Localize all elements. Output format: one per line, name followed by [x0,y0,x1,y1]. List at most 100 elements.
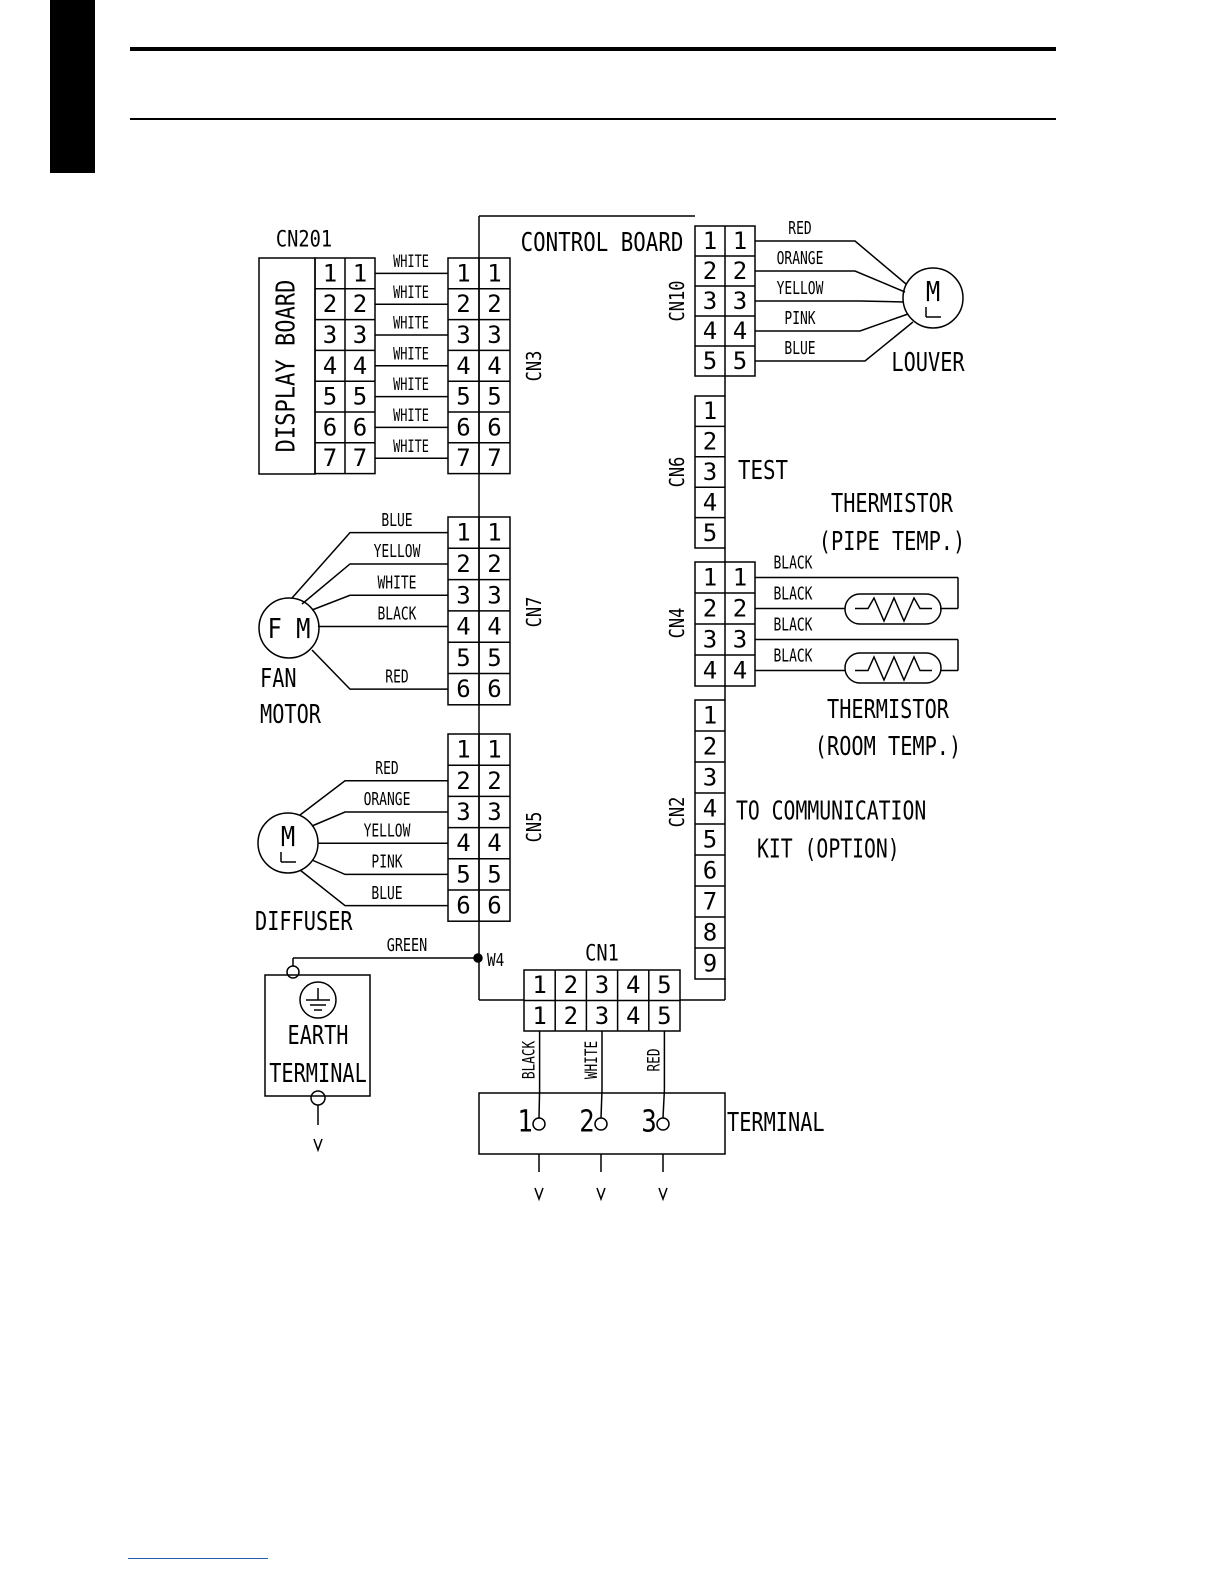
earth-bottom-node [310,1090,326,1106]
cn3-wire-label: WHITE [393,375,429,395]
cn5-pin: 1 [456,736,470,764]
louver-motor-circle [902,267,964,329]
cn1-wire-label: RED [644,1048,664,1071]
cn5-pin: 2 [456,767,470,795]
cn201-pin: 3 [353,321,367,349]
cn201-pin: 7 [323,444,337,472]
cn1-pin: 1 [532,1002,546,1030]
cn6-pin: 5 [703,519,717,547]
cn10-wire [755,240,907,285]
cn10-wire-label: RED [788,217,811,239]
cn2-pin: 8 [703,919,717,947]
cn201-pin: 2 [353,290,367,318]
earth-wire-label: GREEN [387,934,428,955]
cn5-pin: 3 [456,798,470,826]
cn10-pin: 5 [703,347,717,375]
cn7-wire-label: YELLOW [374,540,421,562]
cn5-wire-label: RED [375,757,398,779]
cn10-wire-label: YELLOW [777,277,824,299]
cn10-wire-label: BLUE [784,337,815,359]
fan-motor-label: MOTOR [260,700,322,730]
cn7-wire-label: RED [385,665,408,687]
cn1-wire-label: BLACK [519,1041,539,1079]
earth-top-node [286,965,300,979]
cn3-pin: 2 [487,290,501,318]
cn7-wire [311,649,448,690]
cn10-pin: 4 [733,317,747,345]
cn3-pin: 6 [487,413,501,441]
cn5-pin: 5 [487,860,501,888]
cn201-pin: 1 [323,259,337,287]
thermistor-room-zigzag [855,655,932,682]
cn7-pin: 5 [487,644,501,672]
cn2-pin: 9 [703,950,717,978]
thermistor-pipe-label: THERMISTOR [831,489,954,519]
earth-terminal-label: EARTH [287,1021,348,1051]
cn201-pin: 3 [323,321,337,349]
cn10-pin: 2 [733,257,747,285]
cn2-pin: 5 [703,826,717,854]
cn2-pin: 1 [703,702,717,730]
cn10-pin: 5 [733,347,747,375]
cn3-wire-label: WHITE [393,252,429,272]
cn5-wire [311,811,448,827]
cn10-pin: 3 [703,287,717,315]
cn2-pin: 4 [703,795,717,823]
fan-motor-label: FAN [260,664,297,694]
cn10-wire [755,270,906,293]
cn7-pin: 5 [456,644,470,672]
cn1-pin: 2 [564,971,578,999]
cn4-wire-label: BLACK [774,551,813,573]
cn7-pin: 6 [487,675,501,703]
thermistor-room-label: THERMISTOR [827,695,950,725]
diffuser-motor-symbol: M [281,821,295,853]
terminal-arrow [596,1187,606,1202]
cn5-pin: 5 [456,860,470,888]
cn1-lead [662,1089,666,1119]
cn3-pin: 3 [456,321,470,349]
cn3-pin: 3 [487,321,501,349]
cn5-pin: 4 [487,829,501,857]
cn7-pin: 3 [487,581,501,609]
cn2-pin: 6 [703,857,717,885]
diagram-lines [257,215,964,1202]
terminal-pin-number: 3 [641,1104,656,1140]
cn3-pin: 7 [487,444,501,472]
cn7-pin: 2 [456,550,470,578]
cn10-label: CN10 [667,281,690,322]
cn2-pin: 2 [703,733,717,761]
thermistor-pipe-label: (PIPE TEMP.) [819,527,965,557]
cn2-label: CN2 [667,797,690,828]
cn2-note: KIT (OPTION) [757,835,900,864]
earth-terminal-label: TERMINAL [269,1059,367,1089]
control-board-label: CONTROL BOARD [521,227,684,258]
cn201-pin: 5 [323,383,337,411]
header-rule-top [130,47,1056,51]
cn3-pin: 4 [456,352,470,380]
earth-symbol-circle [299,981,337,1019]
cn10-pin: 2 [703,257,717,285]
cn7-wire [311,594,448,611]
display-board-label: DISPLAY BOARD [271,280,301,453]
cn4-pin: 2 [733,595,747,623]
cn201-pin: 6 [323,413,337,441]
cn7-pin: 2 [487,550,501,578]
cn10-pin: 1 [733,227,747,255]
cn5-pin: 4 [456,829,470,857]
terminal-pin-number: 2 [579,1104,594,1140]
cn4-pin: 2 [703,595,717,623]
diffuser-label: DIFFUSER [255,907,353,937]
terminal-screw [656,1117,670,1131]
cn201-pin: 1 [353,259,367,287]
cn3-pin: 4 [487,352,501,380]
cn10-pin: 4 [703,317,717,345]
cn5-wire-label: BLUE [371,882,402,904]
cn5-wire [299,869,448,907]
cn3-wire-label: WHITE [393,437,429,457]
cn4-pin: 3 [703,626,717,654]
cn6-pin: 4 [703,488,717,516]
terminal-screw [532,1117,546,1131]
cn6-frame [694,395,726,549]
cn1-pin: 4 [626,971,640,999]
